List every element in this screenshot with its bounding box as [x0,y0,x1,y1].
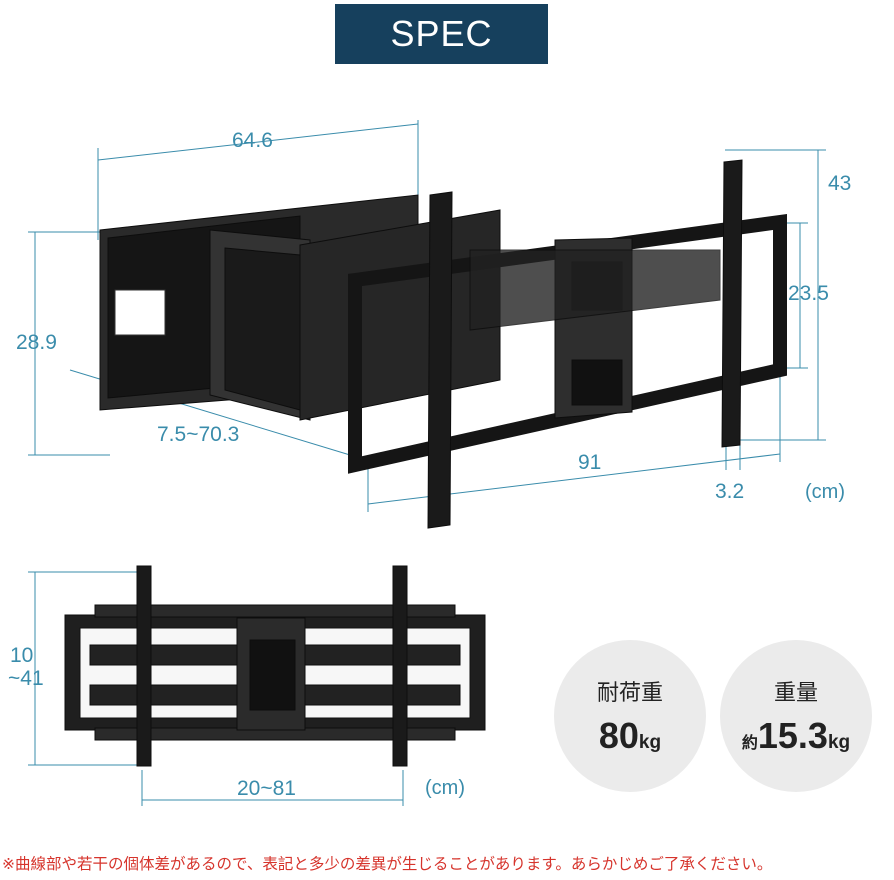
height-dimension: 28.9 [16,331,57,354]
bottom-unit-label: (cm) [425,777,465,799]
inner-height-dimension: 23.5 [788,282,829,305]
load-capacity-badge: 耐荷重 80kg [554,640,706,792]
weight-badge: 重量 約15.3kg [720,640,872,792]
load-label: 耐荷重 [596,680,663,705]
plate-width-dimension: 91 [578,451,602,474]
weight-unit: kg [827,732,851,753]
spec-title-banner: SPEC [335,4,548,64]
dimension-lines [28,120,826,806]
spec-title: SPEC [390,13,493,54]
load-value: 80 [598,715,639,756]
width-range-dimension: 20~81 [237,777,296,800]
depth-dimension: 7.5~70.3 [157,423,240,446]
weight-value: 15.3 [757,715,828,756]
wall-mount-perspective-drawing [99,159,787,529]
weight-label: 重量 [773,680,818,705]
height-range-dimension-line1: 10 [10,644,34,667]
wall-mount-front-drawing [64,565,486,767]
disclaimer-note: ※曲線部や若干の個体差があるので、表記と多少の差異が生じることがあります。あらか… [2,855,773,873]
plate-height-dimension: 43 [828,172,852,195]
thickness-dimension: 3.2 [715,480,745,503]
top-unit-label: (cm) [805,481,845,503]
load-unit: kg [638,732,662,753]
height-range-dimension-line2: ~41 [8,667,44,690]
width-dimension: 64.6 [232,129,273,152]
weight-prefix: 約 [741,735,758,752]
